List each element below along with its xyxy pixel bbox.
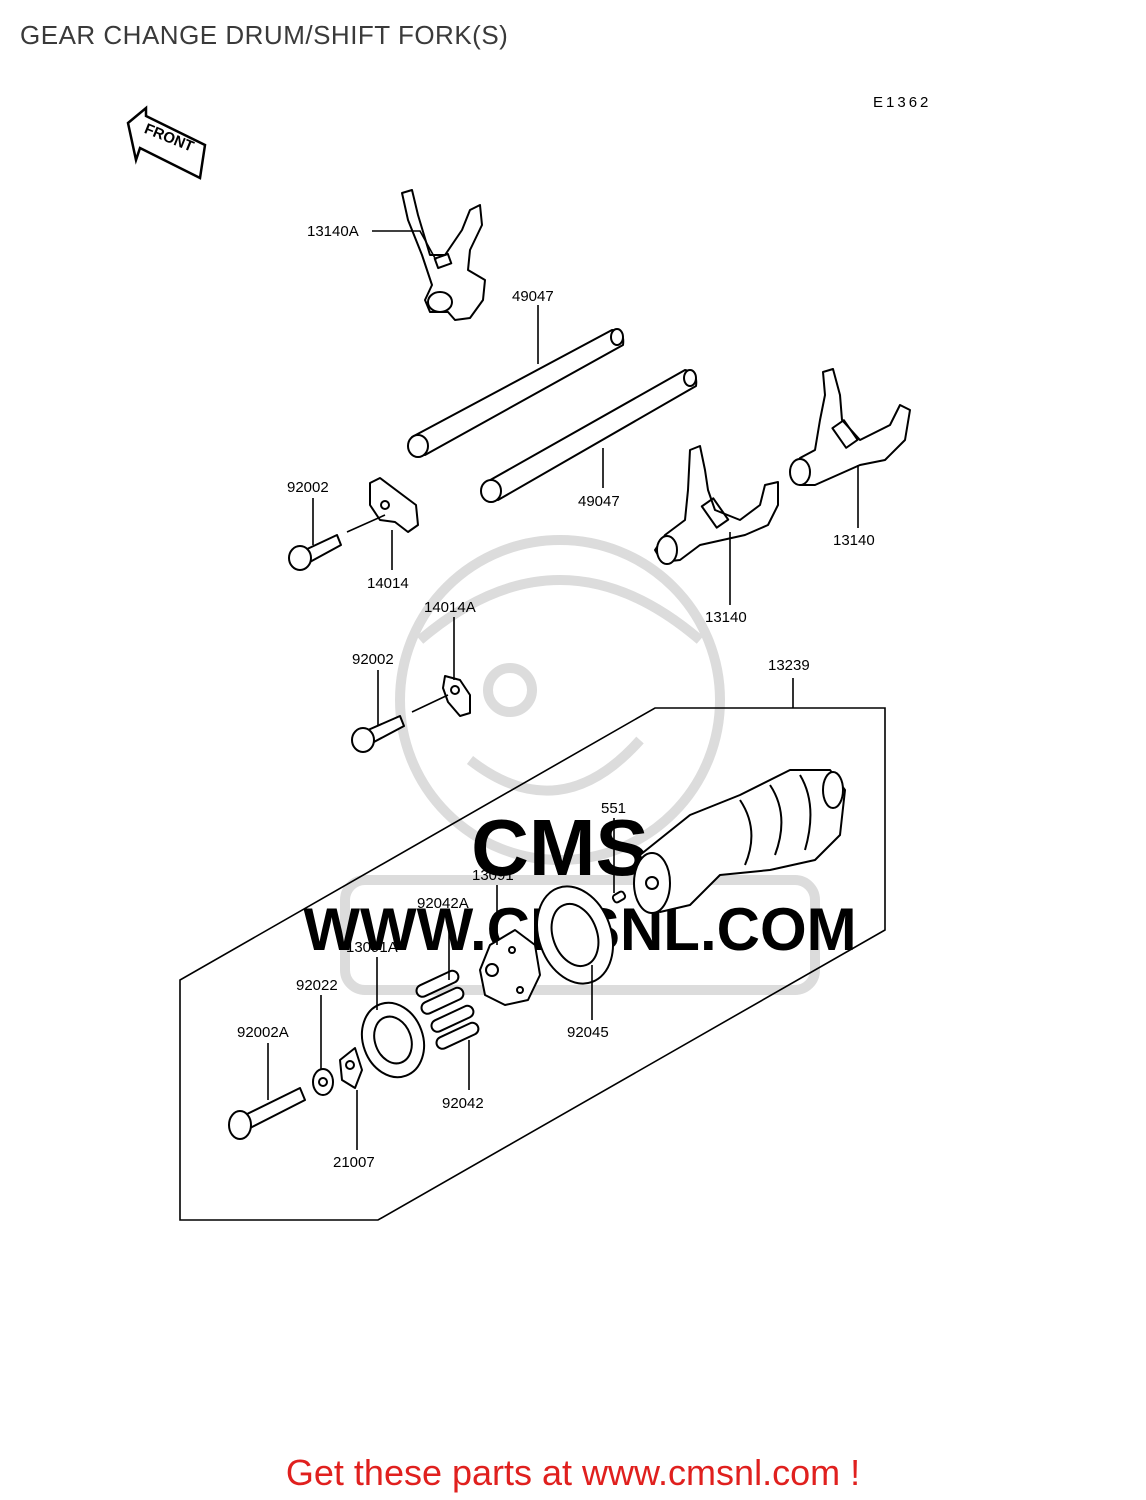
plate-14014A: [442, 675, 471, 717]
pin-551: [611, 890, 627, 904]
part-label-92042: 92042: [442, 1095, 484, 1112]
part-label-92002-lower: 92002: [352, 651, 394, 668]
bolt-92002A: [228, 1087, 306, 1140]
plate-14014: [369, 477, 419, 533]
part-label-92002A: 92002A: [237, 1024, 289, 1041]
part-label-13140A: 13140A: [307, 223, 359, 240]
part-label-13140-center: 13140: [705, 609, 747, 626]
watermark-logo-text: CMS: [471, 803, 649, 892]
shift-fork-13140-right: [789, 368, 911, 486]
part-label-92002-upper: 92002: [287, 479, 329, 496]
part-label-13239: 13239: [768, 657, 810, 674]
part-label-92045: 92045: [567, 1024, 609, 1041]
shift-drum-13239: [633, 769, 846, 914]
watermark-mascot-head: [395, 535, 725, 865]
watermark-mascot-cap: [416, 575, 704, 644]
part-label-551: 551: [601, 800, 626, 817]
shift-rod-49047-lower: [480, 369, 698, 503]
assembly-bracket: [179, 678, 886, 1221]
watermark-banner: [340, 875, 820, 995]
part-label-14014: 14014: [367, 575, 409, 592]
bolt-92002-upper: [288, 534, 342, 571]
shift-rod-49047-upper: [407, 328, 625, 458]
pins-92042A: [415, 969, 465, 1015]
page-title: GEAR CHANGE DRUM/SHIFT FORK(S): [20, 20, 509, 50]
collar-92022: [312, 1068, 334, 1096]
part-label-49047-bottom: 49047: [578, 493, 620, 510]
front-arrow-icon: FRONT: [126, 105, 207, 180]
watermark-mascot-smile: [466, 736, 644, 796]
bolt-92002-lower: [351, 715, 405, 753]
part-label-14014A: 14014A: [424, 599, 476, 616]
part-label-92022: 92022: [296, 977, 338, 994]
part-label-21007: 21007: [333, 1154, 375, 1171]
plate-13091A: [360, 1001, 426, 1079]
part-label-13091: 13091: [472, 867, 514, 884]
diagram-code: E1362: [873, 94, 931, 111]
part-label-13140-right: 13140: [833, 532, 875, 549]
pins-92042: [430, 1004, 480, 1050]
cam-13091: [479, 929, 541, 1006]
stopper-21007: [339, 1047, 363, 1089]
shift-fork-13140-center: [654, 445, 779, 565]
footer-link[interactable]: Get these parts at www.cmsnl.com !: [285, 1452, 861, 1493]
part-label-13091A: 13091A: [346, 939, 398, 956]
shift-fork-13140A: [401, 189, 486, 321]
part-label-92042A: 92042A: [417, 895, 469, 912]
part-label-49047-top: 49047: [512, 288, 554, 305]
watermark-mascot-eye: [483, 663, 537, 717]
leader-lines: [267, 230, 859, 1150]
